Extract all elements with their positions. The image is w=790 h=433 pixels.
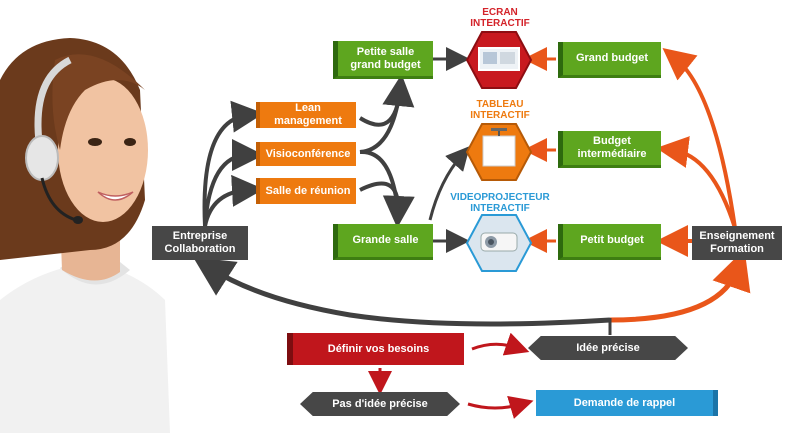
videoprojecteur-interactif-title: VIDEOPROJECTEUR INTERACTIF — [450, 192, 550, 214]
arrow-entreprise-visio — [203, 139, 264, 227]
petit-budget-box: Petit budget — [558, 224, 661, 260]
arrow-definir-idee — [471, 332, 530, 356]
idee-precise-label: Idée précise — [576, 341, 640, 354]
definir-vos-besoins-box: Définir vos besoins — [287, 333, 464, 365]
entreprise-collaboration-box: Entreprise Collaboration — [152, 226, 248, 260]
arrow-to-entreprise — [193, 257, 611, 327]
arrow-entreprise-salle — [203, 174, 264, 227]
enseignement-formation-box: Enseignement Formation — [692, 226, 782, 260]
arrow-pas-idee-demande — [467, 395, 534, 419]
arrow-to-enseignement — [609, 249, 751, 323]
pas-idee-precise-label: Pas d'idée précise — [332, 397, 428, 410]
ecran-interactif-title: ECRAN INTERACTIF — [470, 7, 530, 29]
videoprojecteur-interactif-icon — [465, 214, 533, 272]
salle-de-reunion-box: Salle de réunion — [256, 178, 356, 204]
ecran-interactif-icon — [465, 31, 533, 89]
budget-intermediaire-box: Budget intermédiaire — [558, 131, 661, 168]
arrow-grande-to-tableau — [428, 145, 470, 221]
tableau-interactif-icon — [465, 123, 533, 181]
grande-salle-box: Grande salle — [333, 224, 433, 260]
demande-de-rappel-button[interactable]: Demande de rappel — [536, 390, 718, 416]
lean-management-box: Lean management — [256, 102, 356, 128]
tableau-interactif-title: TABLEAU INTERACTIF — [470, 99, 530, 121]
arrow-entreprise-lean — [202, 100, 264, 227]
support-agent-illustration — [0, 38, 170, 433]
arrow-enseignement-grand — [662, 47, 737, 229]
pas-idee-precise-box — [300, 392, 460, 416]
idee-precise-box — [528, 336, 688, 360]
arrow-enseignement-inter — [656, 136, 737, 229]
grand-budget-box: Grand budget — [558, 42, 661, 78]
visioconference-box: Visioconférence — [256, 142, 356, 166]
petite-salle-box: Petite salle grand budget — [333, 41, 433, 79]
